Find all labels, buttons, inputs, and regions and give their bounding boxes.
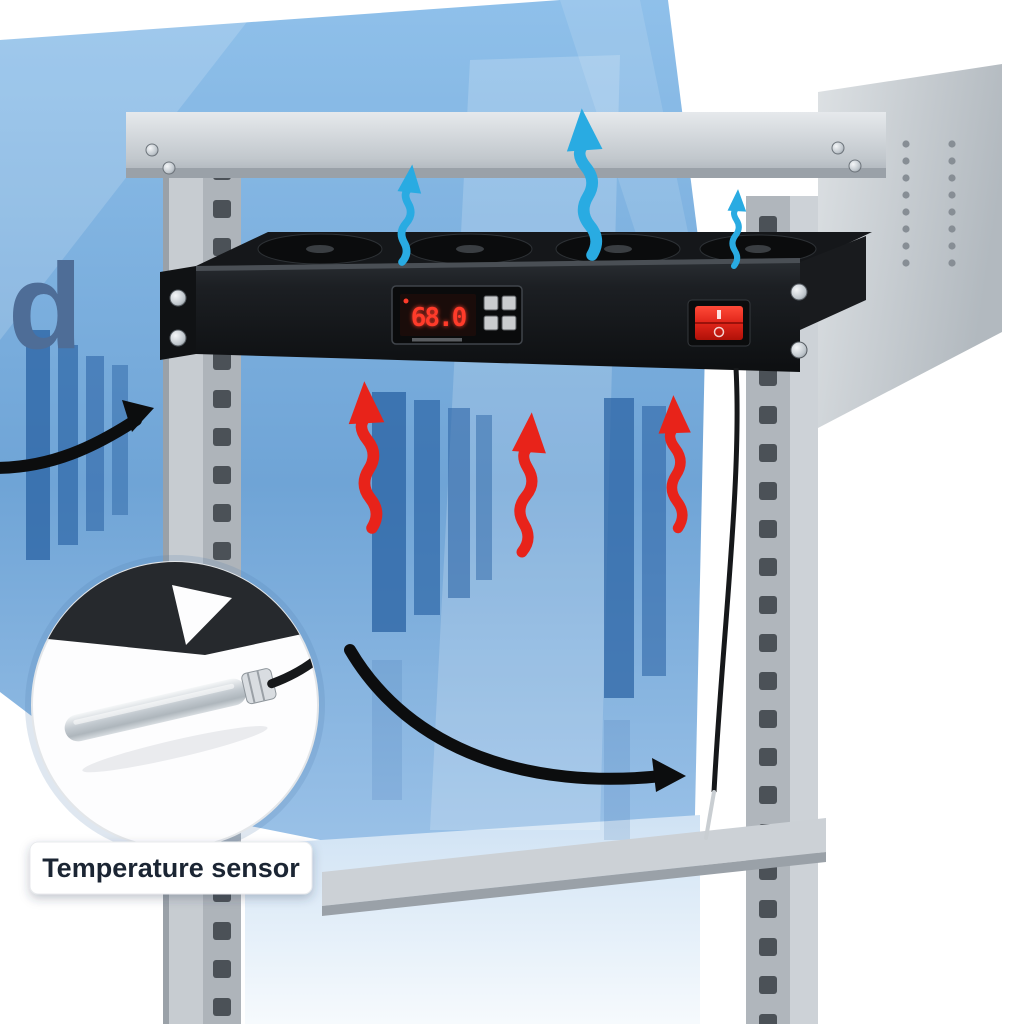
mounting-ear-left — [160, 266, 196, 360]
power-switch — [687, 299, 751, 347]
pointer-arrow-left — [0, 400, 154, 474]
server-silhouettes — [26, 330, 666, 840]
fan-grill — [699, 234, 817, 264]
fan-unit-flange — [800, 236, 866, 330]
fan-grill — [407, 233, 533, 265]
fan-unit: 68.0 — [160, 232, 872, 372]
display-reading: 68.0 — [411, 303, 467, 333]
top-beam-edge — [126, 168, 886, 178]
controller-button — [483, 315, 499, 331]
switch-off-mark — [713, 326, 725, 338]
panel-highlight — [196, 258, 800, 271]
sensor-probe — [64, 604, 318, 773]
controller-model-text — [412, 338, 462, 342]
probe-cable — [267, 604, 318, 689]
screw — [848, 159, 862, 173]
switch-on-mark — [717, 310, 721, 319]
display-indicator — [403, 298, 409, 304]
rack-shelf — [322, 818, 826, 916]
controller-button — [501, 315, 517, 331]
bolt — [790, 341, 808, 359]
rack-top-beam — [126, 112, 886, 178]
controller-buttons — [483, 295, 517, 331]
controller-button — [501, 295, 517, 311]
screw — [162, 161, 176, 175]
controller-button — [483, 295, 499, 311]
screw — [831, 141, 845, 155]
temperature-controller: 68.0 — [391, 285, 523, 345]
side-panel-vents — [898, 136, 960, 272]
sensor-cable-tip — [704, 790, 716, 840]
fan-grill — [555, 233, 681, 265]
fan-grill — [257, 233, 383, 265]
screw — [145, 143, 159, 157]
sensor-label: Temperature sensor — [29, 841, 313, 895]
pointer-arrow-sensor — [344, 644, 686, 792]
bolt — [790, 283, 808, 301]
sensor-cable — [711, 367, 740, 793]
partial-word: d — [8, 238, 83, 374]
sensor-label-text: Temperature sensor — [42, 853, 300, 883]
controller-display — [400, 294, 476, 336]
bolt — [169, 289, 187, 307]
bolt — [169, 329, 187, 347]
